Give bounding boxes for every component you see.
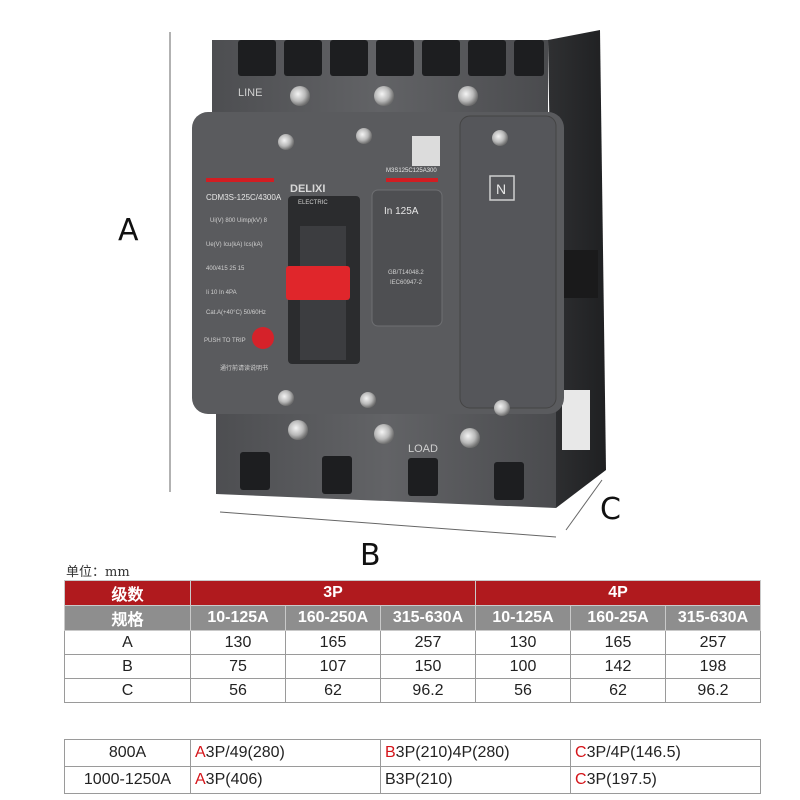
table-row: A 130 165 257 130 165 257 [64,630,761,655]
spec-line-2: Ue(V) Icu(kA) Ics(kA) [206,242,263,248]
table-cell: 75 [190,654,286,679]
table-row: B 75 107 150 100 142 198 [64,654,761,679]
table-cell: 257 [665,630,761,655]
brand-text: DELIXI [290,183,325,195]
table-cell: 56 [475,678,571,703]
line-label: LINE [238,87,262,99]
table-cell: 130 [190,630,286,655]
neutral-mark-box [489,175,515,201]
large-frame-table: 800A A3P/49(280) B3P(210)4P(280) C3P/4P(… [64,739,761,794]
bottom-terminal-slots [240,452,524,500]
header-poles-label: 级数 [64,580,191,606]
range-header: 315-630A [380,605,476,631]
frame-cell-text: 3P/49(280) [205,744,285,761]
frame-cell-text: 3P/4P(146.5) [586,744,681,761]
spec-line-5: Cat.A(+40°C) 50/60Hz [206,310,266,316]
range-header: 315-630A [665,605,761,631]
table-cell: 142 [570,654,666,679]
red-stripe-left [206,178,274,182]
warning-text: 通行前请读说明书 [220,364,268,372]
spec-line-4: Ii 10 In 4PA [206,290,237,296]
table-cell: 257 [380,630,476,655]
red-letter: A [195,771,206,788]
table-cell: 130 [475,630,571,655]
product-image: LINE LOAD CDM3S-125C/4300A Ui(V) 800 Uim… [118,30,621,573]
standard-2: IEC60947-2 [390,280,423,286]
unit-label: 单位：mm [66,565,130,580]
rating-text: In 125A [384,206,419,217]
dimension-label-b: B [360,538,381,573]
frame-cell-text: 3P(210) [395,771,453,788]
table-cell: 107 [285,654,381,679]
table-cell: 150 [380,654,476,679]
model-text: CDM3S-125C/4300A [206,193,282,202]
red-letter: A [195,744,206,761]
standard-1: GB/T14048.2 [388,270,424,276]
bottom-terminal-screws [288,420,480,448]
frame-cell-c: C3P/4P(146.5) [570,739,761,767]
row-label: B [64,654,191,679]
handle-red [286,266,350,300]
frame-cell-a: A3P/49(280) [190,739,381,767]
range-header: 10-125A [475,605,571,631]
table-header-row: 级数 3P 4P [64,580,761,606]
neutral-pole-cover [459,115,557,409]
load-label: LOAD [408,443,438,455]
top-terminal-slots [238,40,544,76]
red-letter: C [575,744,587,761]
frame-cell-c: C3P(197.5) [570,766,761,794]
top-terminal-screws [290,86,478,106]
table-row: 1000-1250A A3P(406) B3P(210) C3P(197.5) [64,766,761,794]
table-cell: 62 [570,678,666,703]
header-4p: 4P [475,580,761,606]
plain-letter: B [385,771,396,788]
row-label: A [64,630,191,655]
frame-cell-b: B3P(210) [380,766,571,794]
dimension-spec-table: 级数 3P 4P 规格 10-125A 160-250A 315-630A 10… [64,580,761,703]
dimension-label-c: C [600,492,621,527]
spec-line-3: 400/415 25 15 [206,266,245,272]
table-cell: 198 [665,654,761,679]
subheader-spec-label: 规格 [64,605,191,631]
range-header: 160-25A [570,605,666,631]
spec-line-1: Ui(V) 800 Uimp(kV) 8 [210,218,268,224]
red-stripe-right [386,178,438,182]
table-cell: 62 [285,678,381,703]
frame-cell-a: A3P(406) [190,766,381,794]
table-cell: 56 [190,678,286,703]
row-label: C [64,678,191,703]
push-to-trip-button [252,327,274,349]
frame-cell-text: 3P(197.5) [586,771,657,788]
table-row: C 56 62 96.2 56 62 96.2 [64,678,761,703]
brand-sub-text: ELECTRIC [298,200,328,206]
side-label [562,390,590,450]
dimension-label-a: A [118,213,139,248]
code-text: M3S125C125A300 [386,168,437,174]
frame-cell-text: 3P(406) [205,771,263,788]
dimension-line-b [219,511,557,538]
range-header: 160-250A [285,605,381,631]
red-letter: B [385,744,396,761]
red-letter: C [575,771,587,788]
frame-cell-b: B3P(210)4P(280) [380,739,571,767]
table-cell: 165 [285,630,381,655]
frame-name: 1000-1250A [64,766,191,794]
range-header: 10-125A [190,605,286,631]
table-cell: 96.2 [380,678,476,703]
table-cell: 100 [475,654,571,679]
table-subheader-row: 规格 10-125A 160-250A 315-630A 10-125A 160… [64,605,761,631]
frame-cell-text: 3P(210)4P(280) [395,744,510,761]
qr-code [412,136,440,166]
table-cell: 96.2 [665,678,761,703]
header-3p: 3P [190,580,476,606]
cover-screws [278,128,510,416]
push-to-trip-label: PUSH TO TRIP [204,338,246,344]
circuit-breaker-illustration: LINE LOAD CDM3S-125C/4300A Ui(V) 800 Uim… [169,30,606,538]
table-row: 800A A3P/49(280) B3P(210)4P(280) C3P/4P(… [64,739,761,767]
rating-plate [371,189,443,327]
neutral-mark: N [496,181,506,197]
frame-name: 800A [64,739,191,767]
dimension-line-c [565,479,603,531]
table-cell: 165 [570,630,666,655]
